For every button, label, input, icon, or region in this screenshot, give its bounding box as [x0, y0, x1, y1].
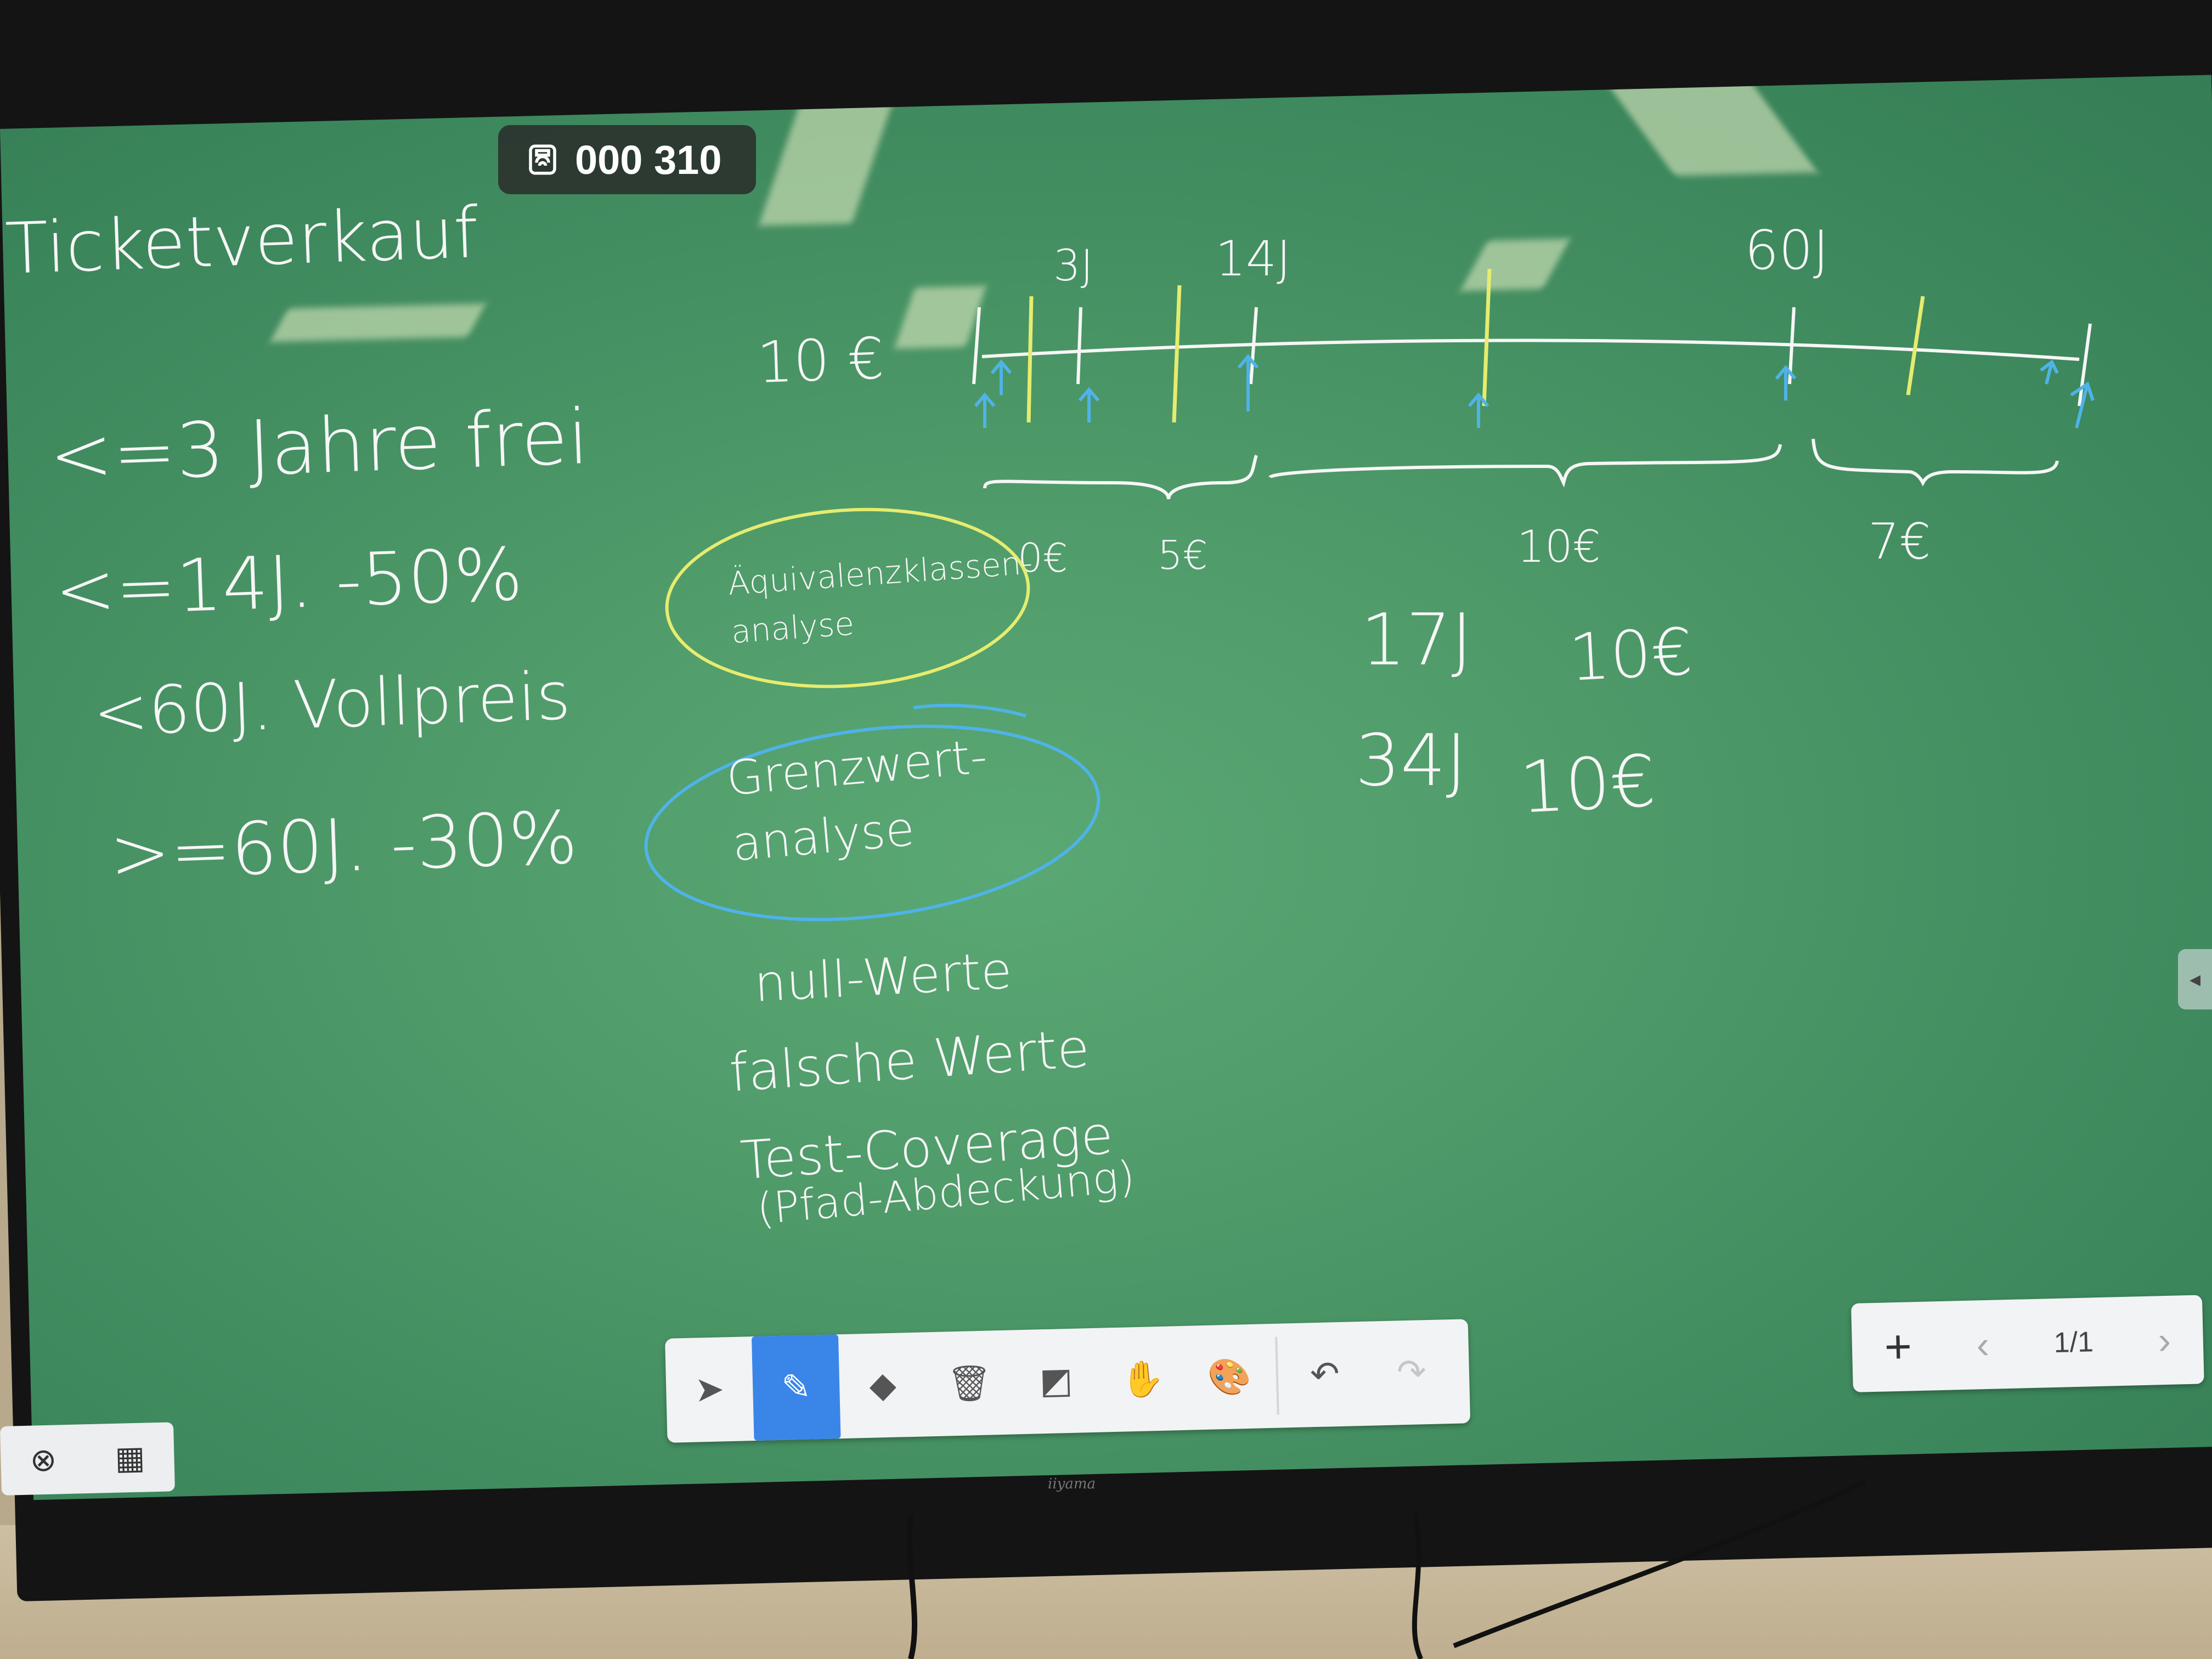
ceiling-light-reflection — [1595, 75, 1818, 176]
hand-icon: ✋ — [1120, 1358, 1165, 1401]
segment-price: 10€ — [1517, 521, 1601, 572]
shapes-icon: ◩ — [1039, 1360, 1074, 1402]
cursor-icon: ➤ — [694, 1369, 725, 1410]
age-mark: 3J — [1053, 241, 1093, 291]
undo-icon: ↶ — [1310, 1353, 1340, 1396]
eraser-tool-button[interactable]: ◆ — [838, 1332, 928, 1438]
toolbar-divider — [1275, 1336, 1279, 1415]
prev-page-button[interactable]: ‹ — [1976, 1323, 1990, 1367]
ceiling-light-reflection — [758, 96, 895, 226]
trash-icon: 🗑 — [946, 1362, 992, 1404]
side-panel-toggle[interactable]: ◂ — [2178, 949, 2212, 1009]
ceiling-light-reflection — [1460, 239, 1570, 291]
delete-tool-button[interactable]: 🗑 — [925, 1330, 1014, 1437]
example-age: 17J — [1361, 598, 1472, 681]
segment-price: 5€ — [1158, 532, 1208, 578]
cast-icon — [529, 144, 556, 175]
age-mark: 60J — [1745, 219, 1829, 282]
add-page-button[interactable]: + — [1883, 1319, 1913, 1374]
redo-icon: ↷ — [1396, 1352, 1427, 1393]
page-navigator: + ‹ 1/1 › — [1851, 1295, 2204, 1392]
color-tool-button[interactable]: 🎨 — [1185, 1324, 1274, 1430]
next-page-button[interactable]: › — [2157, 1318, 2171, 1362]
ceiling-light-reflection — [894, 286, 986, 349]
pen-tool-button[interactable]: ✎ — [751, 1334, 841, 1441]
eraser-icon: ◆ — [868, 1364, 897, 1406]
qr-code-icon[interactable]: ▦ — [114, 1438, 146, 1477]
board-title: Ticketverkauf — [4, 191, 480, 290]
undo-button[interactable]: ↶ — [1280, 1322, 1370, 1428]
session-controls: ⊗ ▦ — [0, 1422, 175, 1496]
example-price: 10€ — [1567, 613, 1695, 696]
pen-icon: ✎ — [781, 1367, 811, 1408]
ceiling-light-reflection — [270, 303, 486, 342]
close-icon[interactable]: ⊗ — [29, 1441, 58, 1479]
whiteboard-canvas[interactable] — [0, 75, 2212, 1500]
segment-price: 7€ — [1868, 513, 1931, 571]
example-age: 34J — [1355, 719, 1467, 802]
rule-line: >=60J. -30% — [108, 795, 579, 896]
timeline-price-label: 10 € — [755, 324, 885, 396]
redo-button[interactable]: ↷ — [1367, 1319, 1457, 1426]
method-boundary: Grenzwert-analyse — [724, 729, 990, 872]
room-code-badge[interactable]: 000 310 — [498, 125, 756, 194]
rule-line: <=14J. -50% — [53, 532, 524, 633]
room-code: 000 310 — [575, 137, 722, 183]
page-indicator: 1/1 — [2053, 1326, 2094, 1359]
age-mark: 14J — [1215, 230, 1291, 287]
drawing-toolbar: ➤ ✎ ◆ 🗑 ◩ ✋ 🎨 ↶ ↷ — [665, 1319, 1471, 1443]
chevron-left-icon: ◂ — [2189, 967, 2201, 992]
pan-tool-button[interactable]: ✋ — [1098, 1326, 1188, 1432]
rule-line: <=3 Jahre frei — [48, 392, 590, 500]
shapes-tool-button[interactable]: ◩ — [1012, 1328, 1101, 1435]
example-price: 10€ — [1517, 739, 1658, 830]
select-tool-button[interactable]: ➤ — [665, 1336, 754, 1443]
palette-icon: 🎨 — [1207, 1356, 1252, 1398]
monitor-brand: iiyama — [1048, 1476, 1096, 1492]
